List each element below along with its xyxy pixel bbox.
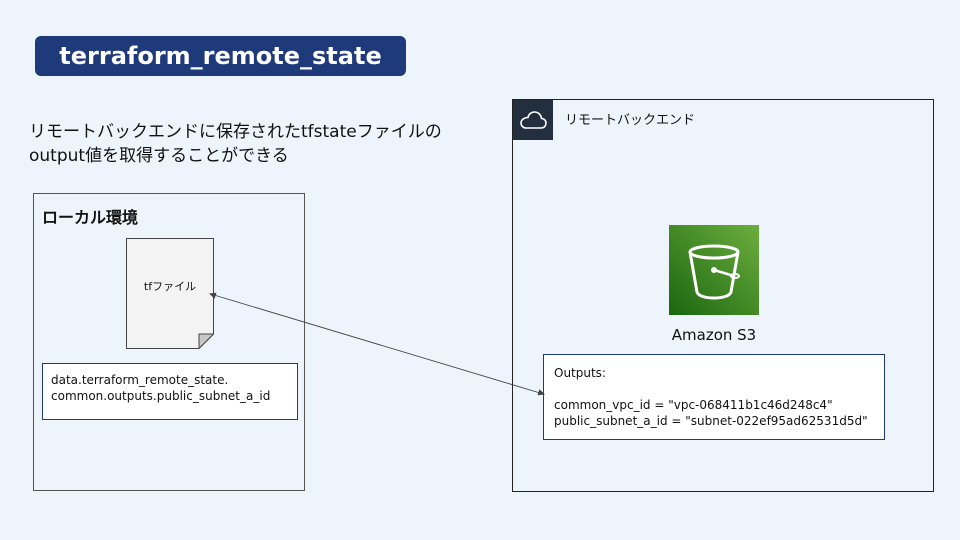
page-title: terraform_remote_state [59, 42, 382, 70]
description-line-2: output値を取得することができる [29, 146, 289, 166]
reference-line-1: data.terraform_remote_state. [51, 373, 229, 387]
document-icon [126, 238, 214, 349]
output-public-subnet-a-id: public_subnet_a_id = "subnet-022ef95ad62… [554, 414, 868, 428]
tf-file: tfファイル [126, 238, 214, 349]
s3-bucket-icon [688, 244, 740, 300]
description: リモートバックエンドに保存されたtfstateファイルの output値を取得す… [29, 120, 469, 168]
remote-backend-title: リモートバックエンド [565, 113, 696, 128]
local-environment-group: ローカル環境 tfファイル data.terraform_remote_stat… [33, 193, 305, 491]
cloud-icon [520, 111, 547, 129]
cloud-tab [513, 100, 553, 140]
title-banner: terraform_remote_state [35, 36, 406, 76]
amazon-s3-label: Amazon S3 [671, 326, 757, 344]
amazon-s3-service [669, 225, 759, 315]
output-common-vpc-id: common_vpc_id = "vpc-068411b1c46d248c4" [554, 398, 833, 412]
outputs-box: Outputs: common_vpc_id = "vpc-068411b1c4… [543, 354, 885, 440]
outputs-heading: Outputs: [554, 366, 606, 380]
tf-file-label: tfファイル [143, 280, 197, 293]
description-line-1: リモートバックエンドに保存されたtfstateファイルの [29, 122, 442, 142]
remote-state-reference: data.terraform_remote_state. common.outp… [42, 363, 298, 420]
local-environment-title: ローカル環境 [42, 208, 139, 227]
remote-backend-group: リモートバックエンド Amazon S3 Outputs: common_vpc… [512, 99, 934, 492]
reference-line-2: common.outputs.public_subnet_a_id [51, 389, 271, 403]
